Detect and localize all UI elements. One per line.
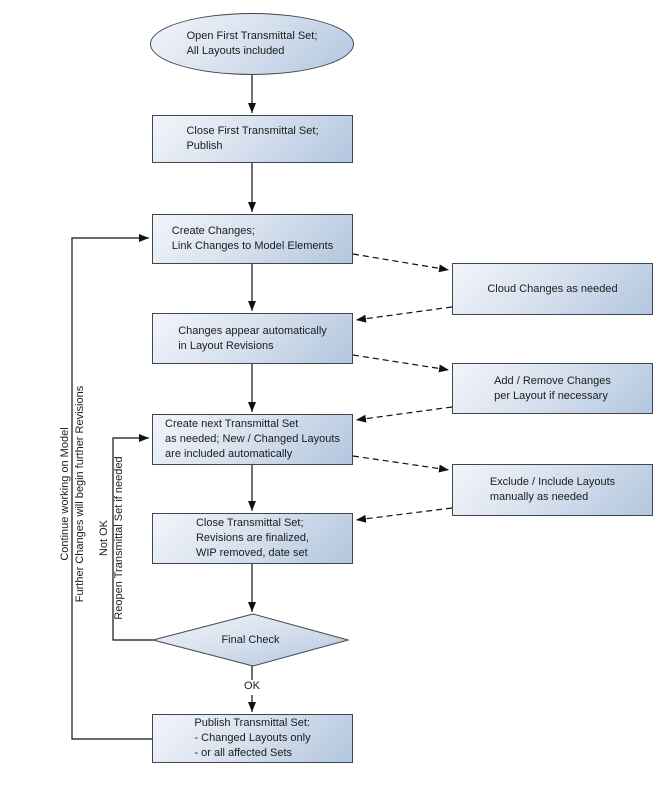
start-node-open-first-transmittal-set: Open First Transmittal Set; All Layouts … xyxy=(150,13,354,75)
start-node-text: Open First Transmittal Set; All Layouts … xyxy=(186,30,318,57)
node-add-remove-changes: Add / Remove Changes per Layout if neces… xyxy=(452,363,653,414)
node-close-first-transmittal-set: Close First Transmittal Set; Publish xyxy=(152,115,353,163)
dashed-changes-appear-to-add-remove xyxy=(352,354,450,373)
node-final-check: Final Check xyxy=(153,614,348,666)
label-inner-loop: Not OK Reopen Transmittal Set if needed xyxy=(97,438,127,638)
node-add-remove-text: Add / Remove Changes per Layout if neces… xyxy=(494,374,611,402)
node-publish-text: Publish Transmittal Set: - Changed Layou… xyxy=(194,717,311,759)
dashed-create-next-to-exclude-include xyxy=(352,455,450,473)
node-changes-appear: Changes appear automatically in Layout R… xyxy=(152,313,353,364)
node-create-next-text: Create next Transmittal Set as needed; N… xyxy=(165,418,340,460)
node-create-next-transmittal-set: Create next Transmittal Set as needed; N… xyxy=(152,414,353,465)
label-outer-loop-line1: Continue working on Model xyxy=(59,427,71,561)
node-final-check-text: Final Check xyxy=(221,634,280,646)
node-changes-appear-text: Changes appear automatically in Layout R… xyxy=(178,324,327,352)
label-reopen: Reopen Transmittal Set if needed xyxy=(113,456,125,620)
dashed-exclude-include-to-close-set xyxy=(355,507,453,523)
label-not-ok: Not OK xyxy=(98,519,110,557)
dashed-cloud-to-changes-appear xyxy=(355,306,453,323)
node-cloud-changes: Cloud Changes as needed xyxy=(452,263,653,315)
node-cloud-changes-text: Cloud Changes as needed xyxy=(487,282,618,295)
label-ok: OK xyxy=(236,680,268,695)
node-close-first-text: Close First Transmittal Set; Publish xyxy=(186,125,319,152)
node-create-changes: Create Changes; Link Changes to Model El… xyxy=(152,214,353,264)
node-exclude-include-layouts: Exclude / Include Layouts manually as ne… xyxy=(452,464,653,516)
label-outer-loop: Continue working on Model Further Change… xyxy=(58,369,88,619)
node-publish-transmittal-set: Publish Transmittal Set: - Changed Layou… xyxy=(152,714,353,763)
node-exclude-include-text: Exclude / Include Layouts manually as ne… xyxy=(489,476,616,503)
node-close-set-text: Close Transmittal Set; Revisions are fin… xyxy=(195,517,310,559)
node-create-changes-text: Create Changes; Link Changes to Model El… xyxy=(171,225,334,252)
node-close-transmittal-set: Close Transmittal Set; Revisions are fin… xyxy=(152,513,353,564)
dashed-add-remove-to-create-next xyxy=(355,406,453,423)
label-outer-loop-line2: Further Changes will begin further Revis… xyxy=(74,385,86,603)
dashed-create-changes-to-cloud xyxy=(352,253,450,273)
